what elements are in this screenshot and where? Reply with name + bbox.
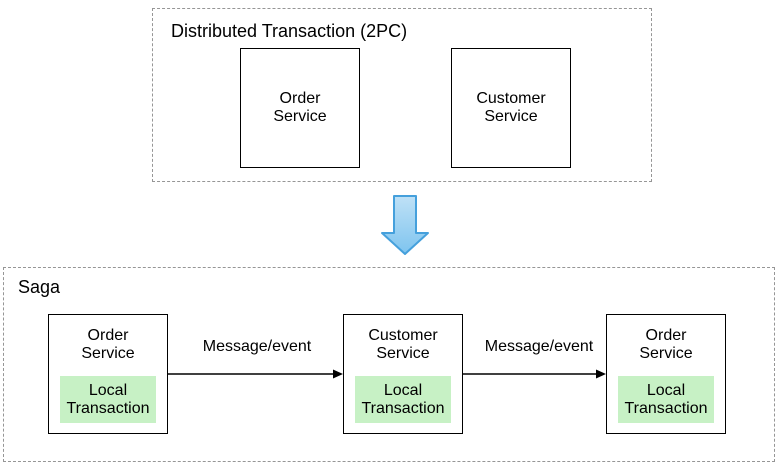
- local-transaction-box: Local Transaction: [60, 376, 156, 423]
- saga-section: Saga Message/event Message/event Order S…: [3, 267, 775, 462]
- local-transaction-label: Local Transaction: [66, 381, 150, 417]
- saga-order-service-box-last: Order Service Local Transaction: [606, 314, 726, 434]
- saga-order-service-box-first: Order Service Local Transaction: [48, 314, 168, 434]
- two-pc-order-service-label: Order Service: [273, 90, 327, 125]
- saga-customer-service-box: Customer Service Local Transaction: [343, 314, 463, 434]
- saga-customer-service-label: Customer Service: [368, 327, 438, 362]
- saga-order-service-label-first: Order Service: [81, 327, 135, 362]
- connector-label-message-event-0: Message/event: [202, 338, 312, 355]
- two-pc-section-title: Distributed Transaction (2PC): [171, 21, 408, 41]
- two-pc-customer-service-label: Customer Service: [476, 90, 546, 125]
- connector-label-message-event-1: Message/event: [484, 338, 594, 355]
- local-transaction-label: Local Transaction: [361, 381, 445, 417]
- saga-node-label-wrap: Order Service: [607, 327, 725, 363]
- saga-node-label-wrap: Customer Service: [344, 327, 462, 363]
- saga-node-label-wrap: Order Service: [49, 327, 167, 363]
- local-transaction-box: Local Transaction: [618, 376, 714, 423]
- saga-order-service-label-last: Order Service: [639, 327, 693, 362]
- two-pc-order-service-box: Order Service: [240, 48, 360, 168]
- connector-arrow-0: [168, 369, 343, 379]
- two-pc-section: Distributed Transaction (2PC) Order Serv…: [152, 8, 652, 182]
- saga-section-title: Saga: [18, 277, 61, 297]
- local-transaction-box: Local Transaction: [355, 376, 451, 423]
- connector-arrow-1: [463, 369, 606, 379]
- transform-down-arrow-icon: [381, 195, 429, 255]
- local-transaction-label: Local Transaction: [624, 381, 708, 417]
- two-pc-customer-service-box: Customer Service: [451, 48, 571, 168]
